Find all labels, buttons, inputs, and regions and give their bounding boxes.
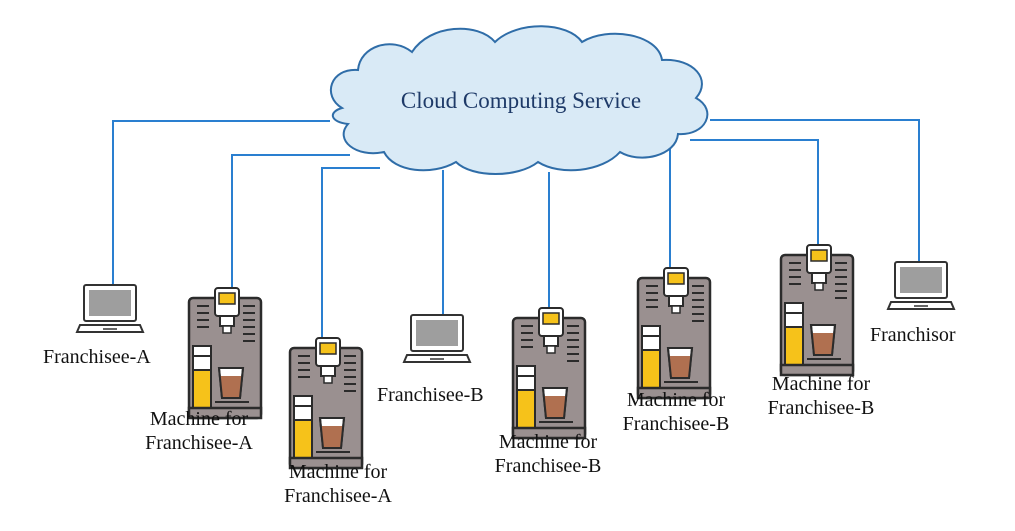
link-machine2	[321, 167, 380, 348]
machine-label-4: Machine for Franchisee-B	[623, 388, 730, 436]
machine-label-line1: Machine for	[771, 373, 871, 395]
laptop-icon	[403, 314, 471, 363]
coffee-machine-icon	[288, 336, 364, 470]
link-machine5	[690, 139, 819, 255]
machine-label-3: Machine for Franchisee-B	[495, 430, 602, 478]
cloud-shape	[330, 25, 709, 175]
cloud-label: Cloud Computing Service	[400, 88, 642, 113]
machine-label-line2: Franchisee-A	[284, 485, 392, 507]
machine-label-5: Machine for Franchisee-B	[768, 372, 875, 420]
machine-label-line1: Machine for	[498, 431, 598, 453]
laptop-icon	[76, 284, 144, 333]
laptop-label-franchisee-a: Franchisee-A	[43, 346, 151, 368]
machine-label-line2: Franchisee-A	[145, 432, 253, 454]
machine-label-line2: Franchisee-B	[622, 413, 730, 435]
coffee-machine-icon	[779, 243, 855, 377]
laptop-label-franchisor: Franchisor	[870, 324, 956, 346]
laptop-label-franchisee-b: Franchisee-B	[377, 384, 484, 406]
machine-label-line1: Machine for	[626, 389, 726, 411]
link-machine1	[231, 154, 350, 298]
machine-label-1: Machine for Franchisee-A	[145, 407, 253, 455]
link-laptop-franchisee-a	[112, 120, 330, 285]
laptop-icon	[887, 261, 955, 310]
connection-lines	[112, 119, 920, 348]
machine-label-line1: Machine for	[288, 461, 388, 483]
link-laptop-franchisor	[710, 119, 920, 262]
machine-label-line1: Machine for	[149, 408, 249, 430]
coffee-machine-icon	[187, 286, 263, 420]
coffee-machine-icon	[511, 306, 587, 440]
machine-label-2: Machine for Franchisee-A	[284, 460, 392, 508]
coffee-machine-icon	[636, 266, 712, 400]
machine-label-line2: Franchisee-B	[767, 397, 875, 419]
machine-label-line2: Franchisee-B	[494, 455, 602, 477]
